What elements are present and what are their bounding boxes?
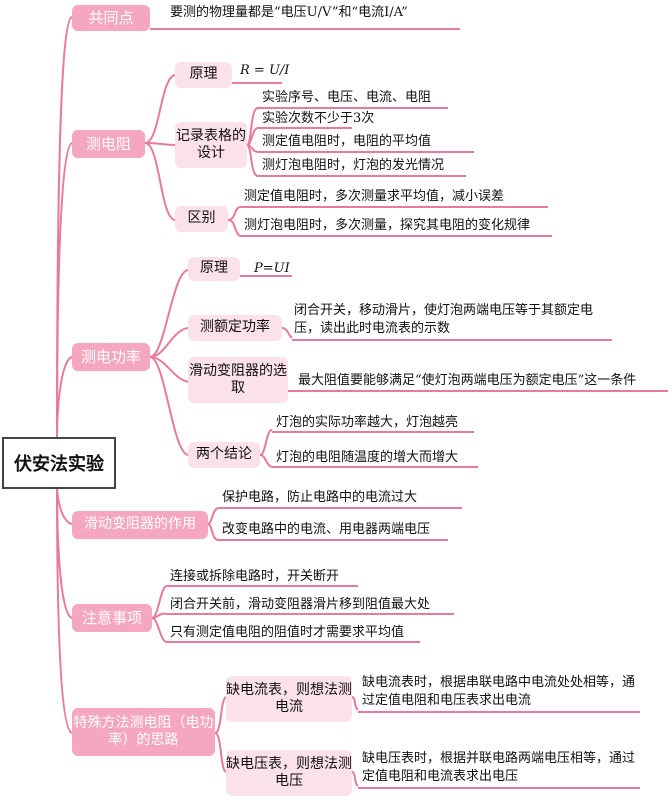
no-voltmeter-text: 缺电压表时，根据并联电路两端电压相等，通过定值电阻和电流表求出电压 (362, 751, 636, 784)
node-common: 共同点 (72, 5, 150, 31)
rheostat-selection-text: 最大阻值要能够满足“使灯泡两端电压为额定电压”这一条件 (298, 373, 637, 388)
difference-item-2: 测灯泡电阻时，多次测量，探究其电阻的变化规律 (244, 218, 531, 233)
node-two-conclusions: 两个结论 (188, 442, 260, 468)
node-special-methods: 特殊方法测电阻（电功率）的思路 (72, 708, 215, 756)
root-node: 伏安法实验 (2, 437, 116, 489)
node-rated-power: 测额定功率 (188, 315, 282, 341)
conclusion-2: 灯泡的电阻随温度的增大而增大 (276, 450, 459, 465)
node-power-principle: 原理 (188, 257, 240, 281)
common-text: 要测的物理量都是“电压U/V”和“电流I/A” (170, 5, 408, 20)
node-notes: 注意事项 (72, 604, 152, 632)
conclusion-1: 灯泡的实际功率越大，灯泡越亮 (276, 415, 459, 430)
resistance-formula: R = U/I (240, 63, 290, 78)
node-no-voltmeter: 缺电压表，则想法测电压 (226, 750, 352, 796)
rheostat-role-2: 改变电路中的电流、用电器两端电压 (222, 522, 431, 537)
difference-item-1: 测定值电阻时，多次测量求平均值，减小误差 (244, 189, 505, 204)
node-no-ammeter: 缺电流表，则想法测电流 (226, 676, 352, 722)
node-resistance-principle: 原理 (175, 62, 232, 88)
node-rheostat-selection: 滑动变阻器的选取 (188, 357, 288, 403)
table-item-3: 测定值电阻时，电阻的平均值 (262, 134, 432, 149)
no-ammeter-text: 缺电流表时，根据串联电路中电流处处相等，通过定值电阻和电压表求出电流 (362, 675, 636, 708)
node-resistance: 测电阻 (72, 130, 145, 158)
table-item-4: 测灯泡电阻时，灯泡的发光情况 (262, 158, 445, 173)
node-power: 测电功率 (72, 343, 150, 371)
power-formula: P=UI (254, 261, 290, 276)
node-difference: 区别 (175, 206, 228, 232)
node-table-design: 记录表格的设计 (175, 122, 247, 168)
rated-power-text: 闭合开关，移动滑片，使灯泡两端电压等于其额定电压，读出此时电流表的示数 (294, 303, 594, 336)
table-item-2: 实验次数不少于3次 (262, 111, 375, 126)
rheostat-role-1: 保护电路，防止电路中的电流过大 (222, 490, 418, 505)
node-rheostat-role: 滑动变阻器的作用 (72, 511, 208, 539)
note-1: 连接或拆除电路时，开关断开 (170, 569, 340, 584)
note-3: 只有测定值电阻的阻值时才需要求平均值 (170, 625, 405, 640)
table-item-1: 实验序号、电压、电流、电阻 (262, 90, 432, 105)
note-2: 闭合开关前，滑动变阻器滑片移到阻值最大处 (170, 597, 431, 612)
